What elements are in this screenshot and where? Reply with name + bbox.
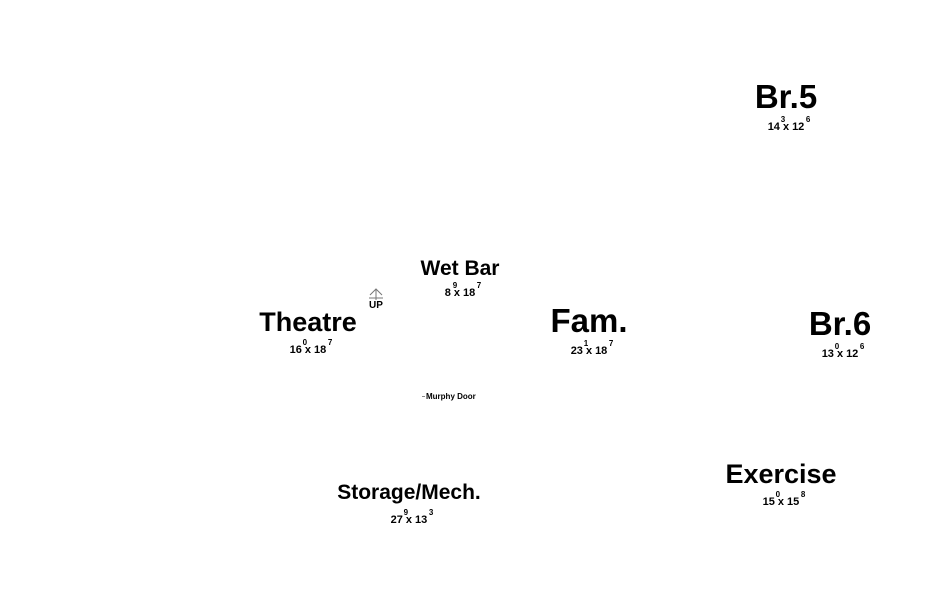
stairs-up-label: UP [369,300,383,311]
up-arrow-icon [369,288,383,300]
room-name: Wet Bar [420,257,500,280]
room-name: Fam. [550,302,628,339]
room-name: Br.5 [754,78,818,115]
room-name: Theatre [259,307,357,337]
stairs-up-indicator: UP [367,288,385,311]
room-name: Br.6 [808,305,872,342]
murphy-door-label: Murphy Door [422,392,476,401]
room-name: Exercise [725,459,837,489]
leader-line-icon [422,396,425,398]
room-name: Storage/Mech. [337,481,481,504]
